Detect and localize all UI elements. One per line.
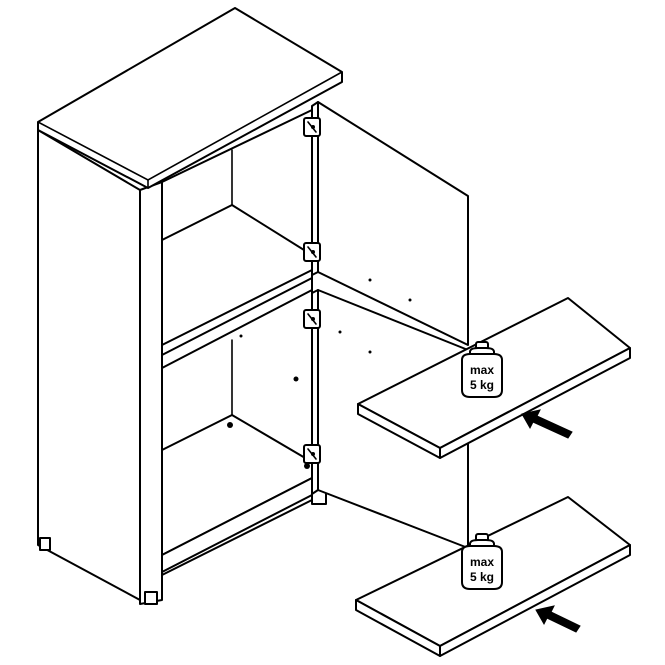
shelf-pin-hole — [293, 376, 299, 382]
shelf-pin-hole — [227, 422, 233, 428]
weight-limit-upper-line1: max — [470, 363, 494, 377]
upper-shelf-side-edge — [439, 347, 631, 459]
upper-door — [311, 101, 469, 346]
lower-shelf-side-edge — [439, 544, 631, 657]
cabinet-front-edge — [139, 181, 163, 605]
cabinet-foot-front — [144, 591, 158, 605]
cabinet-left-side-front — [37, 129, 141, 601]
lower-door-edge — [311, 289, 319, 495]
hinge-icon — [303, 309, 321, 329]
hinge-icon — [303, 242, 321, 262]
hinge-icon — [303, 444, 321, 464]
weight-limit-lower-line1: max — [470, 555, 494, 569]
weight-icon-upper: max 5 kg — [461, 341, 503, 398]
arrow-icon — [521, 409, 573, 439]
shelf-pin-hole — [304, 463, 310, 469]
cabinet — [37, 7, 343, 605]
weight-limit-lower-line2: 5 kg — [470, 570, 494, 584]
weight-icon-lower: max 5 kg — [461, 533, 503, 590]
upper-door-edge — [311, 101, 319, 276]
cabinet-foot-left — [39, 537, 51, 551]
cabinet-top — [37, 7, 343, 189]
hinge-icon — [303, 117, 321, 137]
arrow-icon — [535, 605, 581, 633]
cabinet-middle-divider — [161, 277, 313, 369]
weight-limit-upper-line2: 5 kg — [470, 378, 494, 392]
